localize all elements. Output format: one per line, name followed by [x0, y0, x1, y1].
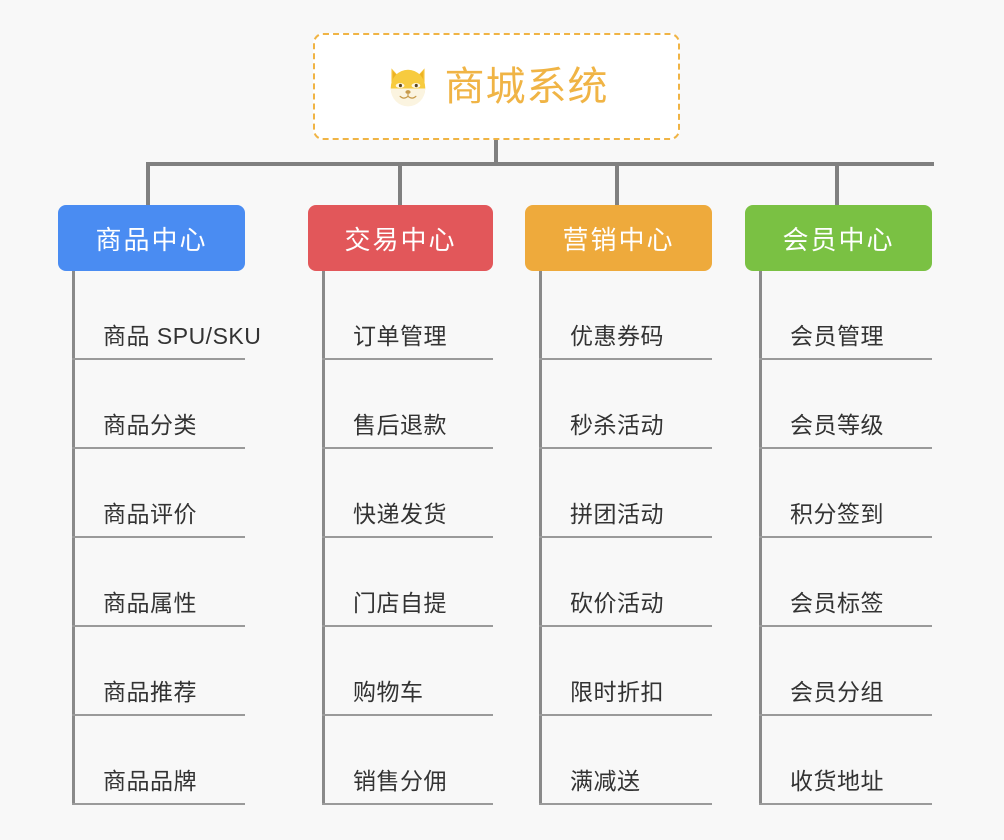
branch-items: 商品 SPU/SKU 商品分类商品评价商品属性商品推荐商品品牌 — [58, 271, 261, 805]
leaf-item-label: 商品品牌 — [103, 768, 197, 794]
branch-column-1: 交易中心订单管理售后退款快递发货门店自提购物车销售分佣 — [308, 205, 493, 805]
branch-header[interactable]: 商品中心 — [58, 205, 245, 271]
leaf-item[interactable]: 售后退款 — [322, 360, 493, 449]
leaf-item[interactable]: 满减送 — [539, 716, 712, 805]
branch-trunk-line — [759, 271, 762, 805]
branch-trunk-line — [322, 271, 325, 805]
leaf-item-label: 优惠券码 — [570, 323, 664, 349]
leaf-item-label: 快递发货 — [353, 501, 447, 527]
branch-connector-bus — [148, 162, 934, 166]
leaf-item-label: 满减送 — [570, 768, 641, 794]
branch-header-label: 商品中心 — [95, 224, 208, 255]
leaf-item-label: 商品评价 — [103, 501, 197, 527]
branch-connector-drop-1 — [398, 162, 402, 206]
leaf-item[interactable]: 拼团活动 — [539, 449, 712, 538]
leaf-item[interactable]: 商品 SPU/SKU — [72, 271, 261, 360]
leaf-item-label: 限时折扣 — [570, 679, 664, 705]
branch-header[interactable]: 交易中心 — [308, 205, 493, 271]
leaf-item[interactable]: 商品属性 — [72, 538, 245, 627]
leaf-item[interactable]: 商品品牌 — [72, 716, 245, 805]
leaf-item[interactable]: 订单管理 — [322, 271, 493, 360]
leaf-item[interactable]: 商品评价 — [72, 449, 245, 538]
leaf-item[interactable]: 积分签到 — [759, 449, 932, 538]
leaf-item-label: 秒杀活动 — [570, 412, 664, 438]
leaf-item-label: 商品推荐 — [103, 679, 197, 705]
branch-connector-drop-0 — [146, 162, 150, 206]
leaf-item[interactable]: 优惠券码 — [539, 271, 712, 360]
leaf-item-label: 商品 SPU/SKU — [103, 323, 262, 349]
leaf-item-label: 订单管理 — [353, 323, 447, 349]
branch-items: 订单管理售后退款快递发货门店自提购物车销售分佣 — [308, 271, 493, 805]
leaf-item[interactable]: 门店自提 — [322, 538, 493, 627]
leaf-item-label: 购物车 — [353, 679, 424, 705]
branch-header-label: 交易中心 — [344, 224, 457, 255]
leaf-item[interactable]: 商品推荐 — [72, 627, 245, 716]
leaf-item[interactable]: 会员等级 — [759, 360, 932, 449]
leaf-item-label: 会员分组 — [790, 679, 884, 705]
root-title: 商城系统 — [444, 64, 609, 109]
leaf-item-label: 拼团活动 — [570, 501, 664, 527]
leaf-item-label: 售后退款 — [353, 412, 447, 438]
leaf-item-label: 商品分类 — [103, 412, 197, 438]
branch-connector-drop-2 — [615, 162, 619, 206]
branch-connector-drop-3 — [835, 162, 839, 206]
root-connector-vertical — [494, 140, 498, 164]
branch-trunk-line — [539, 271, 542, 805]
leaf-item[interactable]: 会员标签 — [759, 538, 932, 627]
leaf-item-label: 会员管理 — [790, 323, 884, 349]
branch-header[interactable]: 营销中心 — [525, 205, 712, 271]
leaf-item-label: 销售分佣 — [353, 768, 447, 794]
leaf-item[interactable]: 销售分佣 — [322, 716, 493, 805]
branch-header-label: 营销中心 — [562, 224, 675, 255]
branch-items: 会员管理会员等级积分签到会员标签会员分组收货地址 — [745, 271, 932, 805]
branch-column-3: 会员中心会员管理会员等级积分签到会员标签会员分组收货地址 — [745, 205, 932, 805]
shiba-dog-face-icon — [390, 67, 425, 106]
leaf-item-label: 门店自提 — [353, 590, 447, 616]
root-node[interactable]: 商城系统 — [313, 33, 680, 140]
leaf-item-label: 会员等级 — [790, 412, 884, 438]
branch-header-label: 会员中心 — [782, 224, 895, 255]
leaf-item[interactable]: 限时折扣 — [539, 627, 712, 716]
leaf-item[interactable]: 会员分组 — [759, 627, 932, 716]
leaf-item[interactable]: 收货地址 — [759, 716, 932, 805]
leaf-item[interactable]: 快递发货 — [322, 449, 493, 538]
branch-column-0: 商品中心商品 SPU/SKU 商品分类商品评价商品属性商品推荐商品品牌 — [58, 205, 261, 805]
leaf-item-label: 砍价活动 — [570, 590, 664, 616]
leaf-item-label: 积分签到 — [790, 501, 884, 527]
branch-items: 优惠券码秒杀活动拼团活动砍价活动限时折扣满减送 — [525, 271, 712, 805]
leaf-item[interactable]: 购物车 — [322, 627, 493, 716]
leaf-item-label: 会员标签 — [790, 590, 884, 616]
leaf-item[interactable]: 商品分类 — [72, 360, 245, 449]
branch-column-2: 营销中心优惠券码秒杀活动拼团活动砍价活动限时折扣满减送 — [525, 205, 712, 805]
leaf-item[interactable]: 秒杀活动 — [539, 360, 712, 449]
branch-trunk-line — [72, 271, 75, 805]
leaf-item-label: 商品属性 — [103, 590, 197, 616]
leaf-item[interactable]: 砍价活动 — [539, 538, 712, 627]
branch-header[interactable]: 会员中心 — [745, 205, 932, 271]
leaf-item-label: 收货地址 — [790, 768, 884, 794]
leaf-item[interactable]: 会员管理 — [759, 271, 932, 360]
